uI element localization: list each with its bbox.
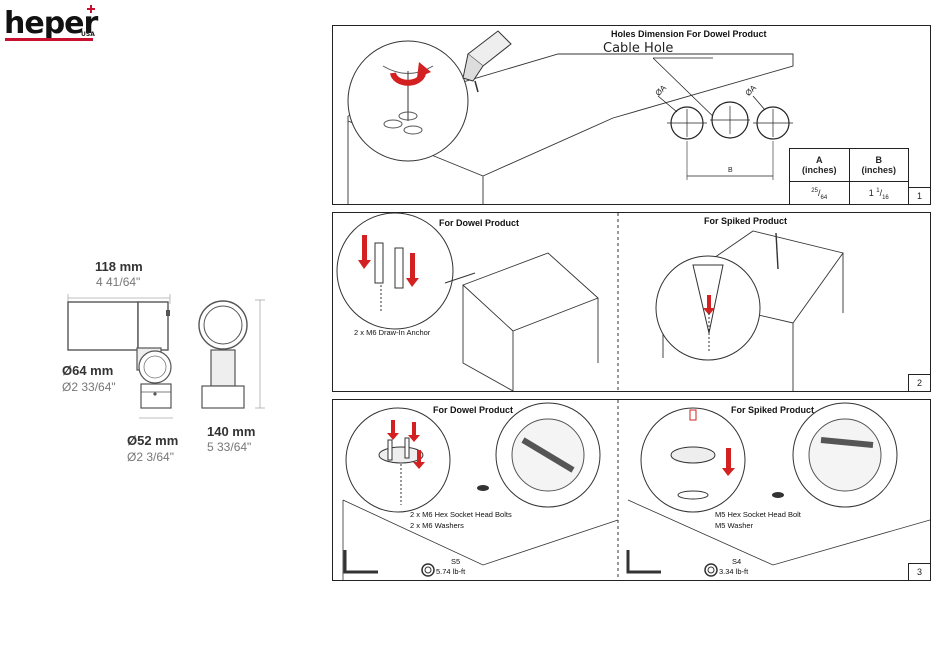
width-mm-label: 118 mm	[95, 259, 143, 274]
spiked-tool-size: S4	[732, 557, 742, 566]
product-dimension-drawing	[67, 294, 265, 419]
head-diameter-in-label: Ø2 33/64"	[62, 380, 116, 394]
height-in-label: 5 33/64"	[207, 440, 252, 454]
spacing-b-label: B	[728, 167, 733, 174]
step2-dowel-title: For Dowel Product	[439, 218, 520, 228]
step1-title: Holes Dimension For Dowel Product	[611, 29, 767, 39]
step3-number: 3	[908, 563, 930, 580]
dowel-tool-size: S5	[451, 557, 461, 566]
head-diameter-mm-label: Ø64 mm	[62, 363, 114, 378]
step1-panel: Holes Dimension For Dowel Product Cable …	[332, 25, 931, 205]
step3-dowel-caption-2: 2 x M6 Washers	[410, 521, 464, 530]
logo-plus-icon	[87, 5, 95, 13]
logo-underline	[5, 38, 93, 41]
step2-panel: For Dowel Product For Spiked Product 2 x…	[332, 212, 931, 392]
step3-spiked-caption-2: M5 Washer	[715, 521, 754, 530]
base-diameter-mm-label: Ø52 mm	[127, 433, 179, 448]
cable-hole-label: Cable Hole	[603, 41, 674, 56]
step1-drilling-illustration	[347, 30, 794, 204]
step3-dowel-caption-1: 2 x M6 Hex Socket Head Bolts	[410, 510, 512, 519]
step3-panel: For Dowel Product For Spiked Product 2 x…	[332, 399, 931, 581]
col-b-header: B(inches)	[848, 148, 909, 182]
hole-dimensions-table: A(inches) B(inches) 25/64 1 1/16	[789, 148, 909, 204]
step3-spiked-caption-1: M5 Hex Socket Head Bolt	[715, 510, 801, 519]
value-b: 1 1/16	[848, 181, 909, 204]
width-in-label: 4 41/64"	[96, 275, 141, 289]
step2-number: 2	[908, 374, 930, 391]
brand-logo: heper	[4, 6, 98, 41]
brand-suffix: USA	[81, 31, 95, 38]
step3-illustrations	[342, 400, 930, 580]
step2-dowel-caption: 2 x M6 Draw-In Anchor	[354, 328, 431, 337]
dowel-torque: 5.74 lb-ft	[436, 567, 466, 576]
hole-dimension-diagram	[653, 57, 793, 180]
value-a: 25/64	[789, 181, 850, 204]
base-diameter-in-label: Ø2 3/64"	[127, 450, 174, 464]
step2-illustrations	[336, 213, 844, 391]
step2-spiked-title: For Spiked Product	[704, 216, 788, 226]
step1-number: 1	[908, 187, 930, 204]
step3-dowel-title: For Dowel Product	[433, 405, 514, 415]
col-a-header: A(inches)	[789, 148, 850, 182]
height-mm-label: 140 mm	[207, 424, 256, 439]
spiked-torque: 3.34 lb-ft	[719, 567, 749, 576]
step3-spiked-title: For Spiked Product	[731, 405, 815, 415]
